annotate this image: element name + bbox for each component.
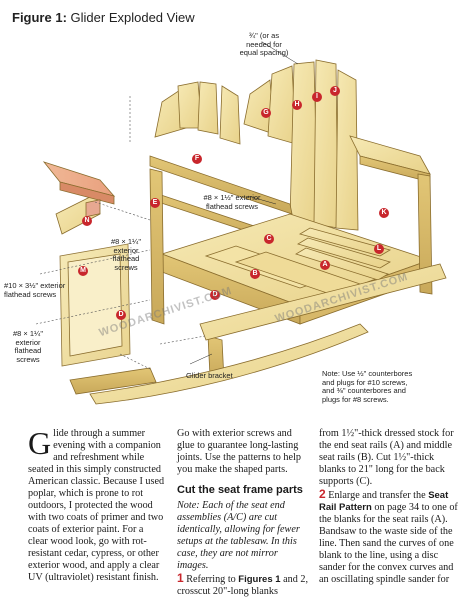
leader-lines: [189, 41, 299, 365]
callout-line: needed for: [246, 39, 282, 49]
part-label-l: L: [374, 244, 384, 254]
part-label-a: A: [320, 260, 330, 270]
part-label-d: D: [210, 290, 220, 300]
callout-line: plugs for #8 screws.: [322, 394, 389, 404]
callout-line: ¾" (or as: [248, 31, 280, 40]
article-column-3: from 1½"-thick dressed stock for the end…: [319, 428, 461, 586]
callout-screws-left-low: #8 × 1¼" exterior flathead screws: [6, 329, 50, 364]
step-1-text-b: and 2, crosscut 20"-long blanks: [177, 574, 308, 597]
figure-title: Figure 1: Glider Exploded View: [12, 10, 195, 25]
part-label-m: M: [78, 266, 88, 276]
callout-glider-bracket: Glider bracket: [186, 371, 233, 380]
drop-cap: G: [28, 425, 52, 461]
col3-paragraph: from 1½"-thick dressed stock for the end…: [319, 428, 454, 487]
callout-line: #10 × 3½" exterior: [4, 281, 66, 290]
part-label-j: J: [330, 86, 340, 96]
callout-line: #8 × 1¼": [111, 237, 141, 246]
glider-illustration: [35, 41, 447, 405]
figure-label: Figure 1:: [12, 10, 67, 25]
part-label-i: I: [312, 92, 322, 102]
part-label-d-left: D: [116, 310, 126, 320]
callout-line: and ⅜" counterbores and: [322, 386, 406, 395]
base-frame: [89, 263, 447, 405]
right-armrest: [349, 135, 431, 183]
callout-line: flathead screws: [4, 289, 57, 299]
callout-line: screws: [114, 262, 138, 272]
callout-screws-mid: #8 × 1½" exterior flathead screws: [196, 193, 268, 211]
section-heading: Cut the seat frame parts: [177, 484, 303, 496]
part-label-e: E: [150, 198, 160, 208]
part-label-h: H: [292, 100, 302, 110]
step-1-text-a: Referring to: [186, 574, 236, 585]
callout-line: #8 × 1½" exterior: [203, 193, 261, 202]
step-2: 2 Enlarge and transfer the Seat Rail Pat…: [319, 488, 461, 586]
part-label-n: N: [82, 216, 92, 226]
callout-top-spacing: ¾" (or as needed for equal spacing): [228, 31, 300, 58]
callout-line: and plugs for #10 screws,: [322, 377, 408, 387]
step-1-figure-ref: Figures 1: [238, 574, 281, 585]
part-label-k: K: [379, 208, 389, 218]
step-2-text-a: Enlarge and transfer the: [328, 490, 426, 501]
part-label-b: B: [250, 269, 260, 279]
callout-line: #8 × 1¼": [13, 329, 43, 338]
callout-line: exterior: [113, 245, 139, 255]
left-armrest: [42, 161, 116, 218]
callout-screws-left-upper: #8 × 1¼" exterior flathead screws: [104, 237, 148, 272]
col2-intro: Go with exterior screws and glue to guar…: [177, 428, 301, 475]
step-2-number: 2: [319, 487, 326, 501]
article-column-2: Go with exterior screws and glue to guar…: [177, 428, 309, 598]
part-label-f: F: [192, 154, 202, 164]
callout-line: exterior: [15, 337, 41, 347]
callout-line: equal spacing): [239, 48, 289, 57]
callout-screws-left-mid: #10 × 3½" exterior flathead screws: [4, 281, 76, 299]
step-1-number: 1: [177, 571, 184, 585]
figure-caption: Glider Exploded View: [70, 10, 195, 25]
callout-line: flathead: [112, 254, 140, 263]
part-label-g: G: [261, 108, 271, 118]
step-2-pattern-ref: Seat Rail Pattern: [319, 490, 449, 513]
step-1: 1 Referring to Figures 1 and 2, crosscut…: [177, 572, 309, 598]
section-note: Note: Each of the seat end assemblies (A…: [177, 500, 300, 571]
intro-text: lide through a summer evening with a com…: [28, 428, 165, 583]
callout-note: Note: Use ½" counterbores and plugs for …: [322, 369, 434, 404]
callout-line: flathead: [14, 346, 42, 355]
seat-slats: [295, 227, 392, 281]
explode-lines: [35, 96, 206, 370]
callout-line: screws: [16, 354, 40, 364]
part-label-c: C: [264, 234, 274, 244]
exploded-view-drawing: G H I J F E K C L B A D N M D ¾" (or as …: [0, 24, 474, 434]
callout-line: flathead screws: [205, 201, 259, 211]
step-2-text-b: on page 34 to one of the blanks for the …: [319, 502, 458, 585]
callout-line: Note: Use ½" counterbores: [322, 369, 413, 378]
